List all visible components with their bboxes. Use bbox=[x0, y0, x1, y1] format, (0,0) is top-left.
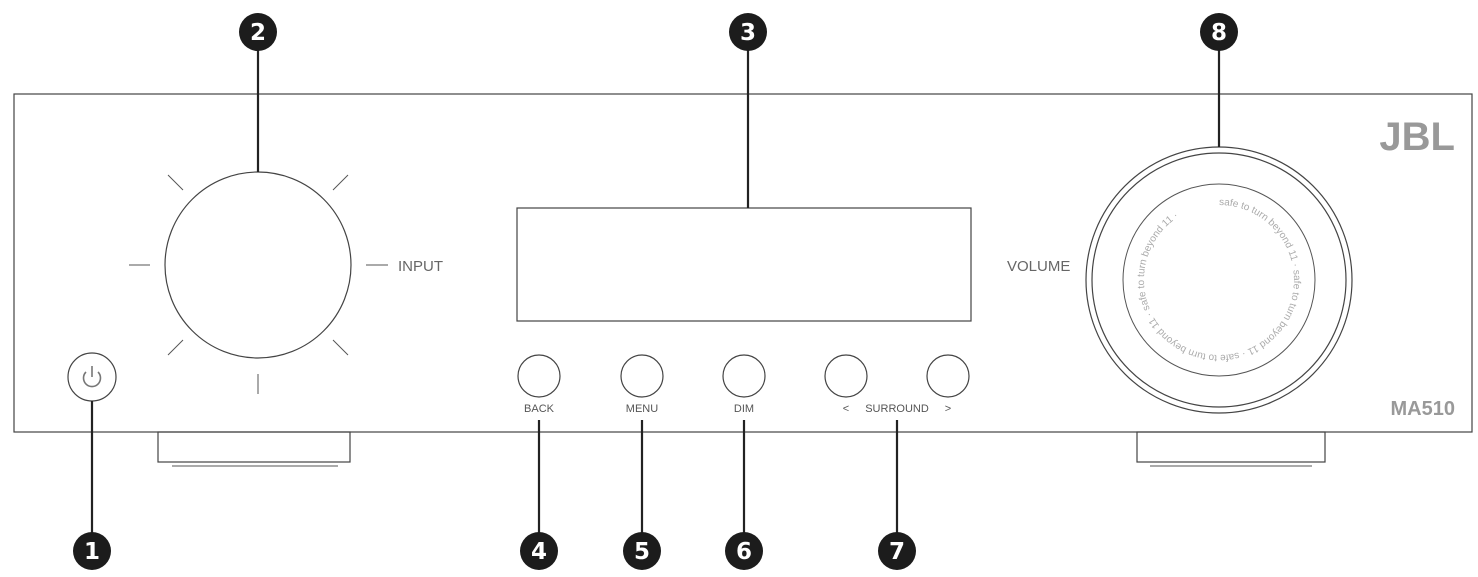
svg-text:4: 4 bbox=[531, 539, 547, 565]
power-icon bbox=[82, 366, 102, 388]
chassis-front bbox=[13, 93, 1473, 433]
menu-label: MENU bbox=[626, 403, 658, 415]
front-display bbox=[516, 207, 972, 322]
surround-left-button[interactable] bbox=[824, 354, 868, 398]
dim-label: DIM bbox=[734, 403, 754, 415]
callout-5: 5 bbox=[623, 532, 661, 570]
surround-right-button[interactable] bbox=[926, 354, 970, 398]
callout-1: 1 bbox=[73, 532, 111, 570]
volume-label: VOLUME bbox=[1007, 258, 1070, 275]
svg-text:3: 3 bbox=[740, 20, 756, 46]
power-button[interactable] bbox=[67, 352, 117, 402]
left-foot bbox=[157, 431, 351, 467]
surround-left-arrow: < bbox=[843, 403, 849, 415]
svg-text:5: 5 bbox=[634, 539, 650, 565]
callout-7: 7 bbox=[878, 532, 916, 570]
surround-right-arrow: > bbox=[945, 403, 951, 415]
surround-label: SURROUND bbox=[865, 403, 929, 415]
svg-text:2: 2 bbox=[250, 20, 266, 46]
menu-button[interactable] bbox=[620, 354, 664, 398]
jbl-logo: JBL bbox=[1379, 115, 1455, 159]
callout-2: 2 bbox=[239, 13, 277, 51]
volume-knob[interactable]: safe to turn beyond 11 · safe to turn be… bbox=[1085, 146, 1353, 414]
callout-8: 8 bbox=[1200, 13, 1238, 51]
callout-3: 3 bbox=[729, 13, 767, 51]
callout-4: 4 bbox=[520, 532, 558, 570]
svg-text:6: 6 bbox=[736, 539, 752, 565]
input-knob[interactable] bbox=[164, 171, 352, 359]
back-label: BACK bbox=[524, 403, 555, 415]
right-foot bbox=[1136, 431, 1326, 467]
svg-text:1: 1 bbox=[84, 539, 100, 565]
back-button[interactable] bbox=[517, 354, 561, 398]
input-knob-ticks bbox=[129, 174, 388, 394]
callout-6: 6 bbox=[725, 532, 763, 570]
svg-text:8: 8 bbox=[1211, 20, 1227, 46]
model-label: MA510 bbox=[1391, 398, 1455, 420]
input-label: INPUT bbox=[398, 258, 443, 275]
dim-button[interactable] bbox=[722, 354, 766, 398]
svg-text:7: 7 bbox=[889, 539, 905, 565]
callout-leaders bbox=[90, 47, 1221, 533]
volume-knob-ring-text: safe to turn beyond 11 · safe to turn be… bbox=[1136, 197, 1302, 363]
